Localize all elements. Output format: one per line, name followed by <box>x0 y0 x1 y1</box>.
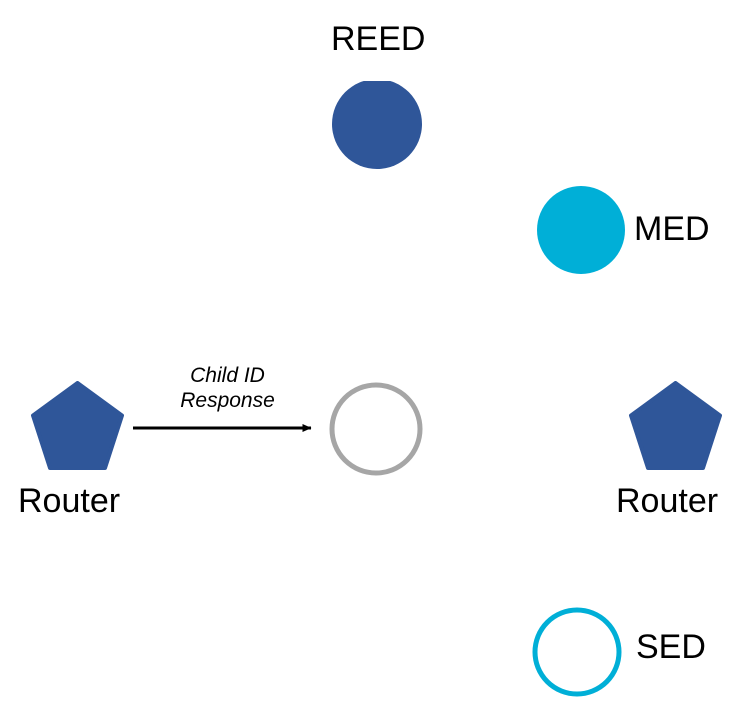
reed-circle-icon <box>332 81 422 169</box>
node-med[interactable] <box>536 186 626 274</box>
edge-child-id-response <box>128 405 328 451</box>
node-label-router-left: Router <box>18 482 121 520</box>
arrow-icon <box>133 424 312 432</box>
router-pentagon-icon <box>629 381 722 470</box>
node-sed[interactable] <box>531 606 623 698</box>
pending-child-circle-icon <box>329 382 423 476</box>
node-label-router-right: Router <box>616 482 719 520</box>
med-circle-icon <box>537 186 625 274</box>
node-router-right[interactable] <box>629 381 722 472</box>
node-label-reed: REED <box>331 20 426 58</box>
node-label-med: MED <box>634 210 710 248</box>
node-router-left[interactable] <box>31 381 124 472</box>
sed-circle-icon <box>532 607 622 697</box>
node-pending-child[interactable] <box>328 381 424 477</box>
edge-label-child-id-response: Child ID Response <box>180 364 275 412</box>
node-label-sed: SED <box>636 628 706 666</box>
router-pentagon-icon <box>31 381 124 470</box>
node-reed[interactable] <box>330 81 426 171</box>
